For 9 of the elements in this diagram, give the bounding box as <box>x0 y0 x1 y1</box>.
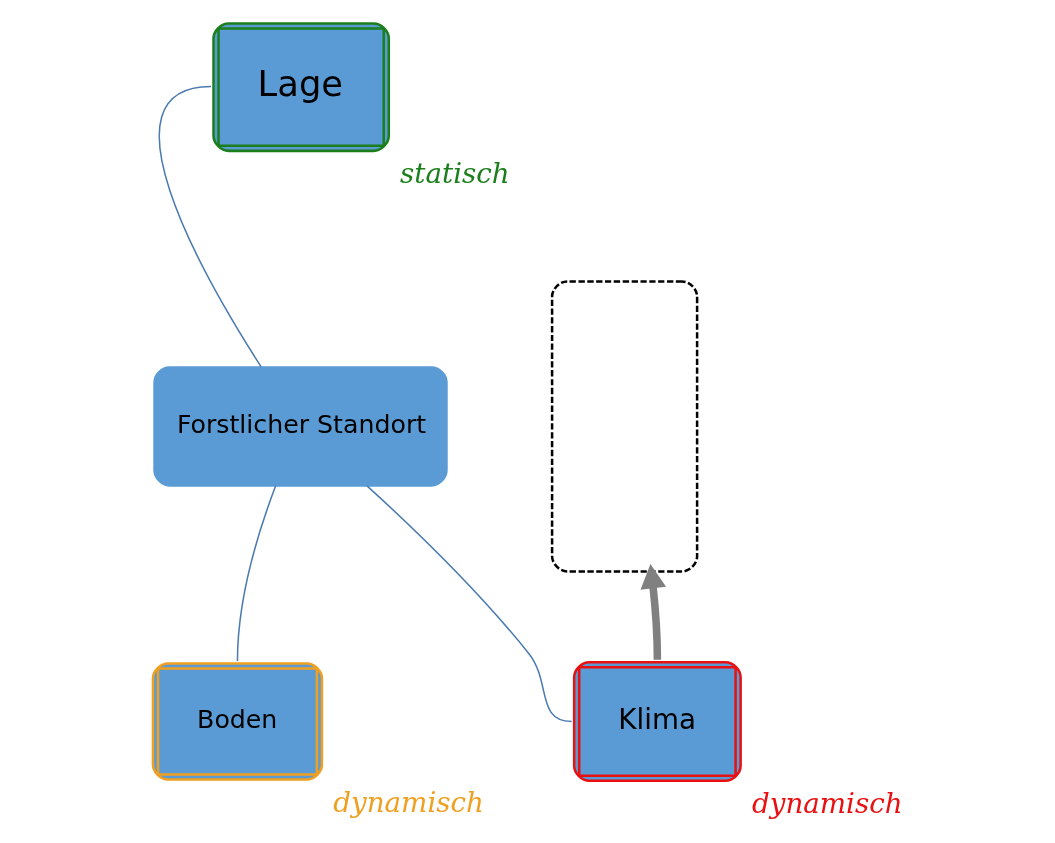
arrow <box>640 563 667 660</box>
node-label: dynamisch <box>333 785 484 819</box>
node-box <box>550 279 699 573</box>
connector <box>158 85 262 368</box>
node-label: statisch <box>400 156 510 190</box>
connector <box>236 484 277 662</box>
node-label: dynamisch <box>751 786 903 820</box>
node-box: Forstlicher Standort <box>153 365 448 487</box>
connector <box>366 484 573 722</box>
